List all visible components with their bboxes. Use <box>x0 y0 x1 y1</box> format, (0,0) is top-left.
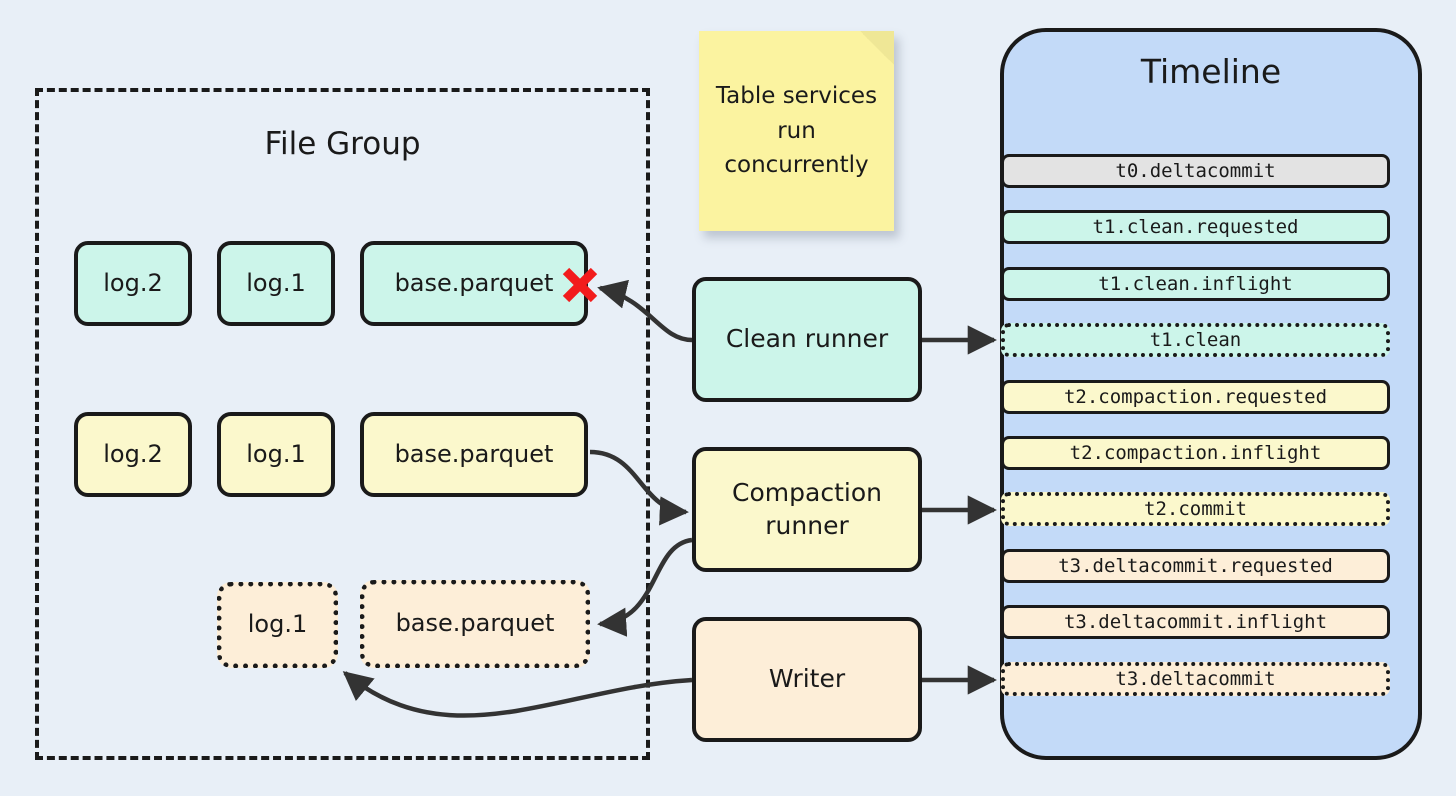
timeline-item-t2-compaction-requested[interactable]: t2.compaction.requested <box>1001 380 1390 414</box>
file-group-container <box>35 88 650 760</box>
timeline-item-t3-deltacommit-requested[interactable]: t3.deltacommit.requested <box>1001 549 1390 583</box>
timeline-item-label: t2.compaction.requested <box>1063 386 1328 408</box>
timeline-item-label: t0.deltacommit <box>1115 160 1276 182</box>
file-box-base-parquet-row3: base.parquet <box>360 580 590 668</box>
timeline-item-label: t1.clean <box>1149 329 1242 351</box>
timeline-item-label: t2.commit <box>1144 498 1247 520</box>
file-group-title: File Group <box>264 126 421 162</box>
file-box-base-parquet-row1: base.parquet <box>360 241 588 326</box>
timeline-item-t1-clean-requested[interactable]: t1.clean.requested <box>1001 210 1390 244</box>
writer-label: Writer <box>768 664 846 694</box>
file-label: base.parquet <box>395 609 555 638</box>
file-box-log-1-row1: log.1 <box>217 241 335 326</box>
file-label: log.2 <box>103 268 163 297</box>
timeline-item-label: t1.clean.inflight <box>1098 273 1293 295</box>
timeline-item-label: t3.deltacommit.inflight <box>1063 611 1328 633</box>
timeline-item-t3-deltacommit-inflight[interactable]: t3.deltacommit.inflight <box>1001 605 1390 639</box>
timeline-title: Timeline <box>1140 52 1282 91</box>
file-box-log-1-row2: log.1 <box>217 412 335 497</box>
file-box-log-2-row2: log.2 <box>74 412 192 497</box>
compaction-runner-box[interactable]: Compaction runner <box>692 447 922 572</box>
timeline-item-label: t2.compaction.inflight <box>1069 442 1322 464</box>
red-x-icon <box>562 267 598 303</box>
file-label: log.1 <box>246 439 306 468</box>
timeline-item-label: t3.deltacommit.requested <box>1058 555 1333 577</box>
file-box-base-parquet-row2: base.parquet <box>360 412 588 497</box>
timeline-item-t2-commit[interactable]: t2.commit <box>1001 492 1390 526</box>
timeline-item-label: t1.clean.requested <box>1092 216 1299 238</box>
timeline-item-t1-clean-inflight[interactable]: t1.clean.inflight <box>1001 267 1390 301</box>
timeline-item-t1-clean[interactable]: t1.clean <box>1001 323 1390 357</box>
writer-box[interactable]: Writer <box>692 617 922 742</box>
timeline-item-t0-deltacommit[interactable]: t0.deltacommit <box>1001 154 1390 188</box>
compaction-runner-label: Compaction runner <box>732 478 882 540</box>
sticky-note-fold-corner <box>860 31 894 65</box>
file-label: log.1 <box>247 610 308 639</box>
file-box-log-1-row3: log.1 <box>217 582 338 668</box>
clean-runner-label: Clean runner <box>725 324 889 354</box>
sticky-note-text: Table services run concurrently <box>715 82 878 179</box>
timeline-item-t2-compaction-inflight[interactable]: t2.compaction.inflight <box>1001 436 1390 470</box>
clean-runner-box[interactable]: Clean runner <box>692 277 922 402</box>
sticky-note: Table services run concurrently <box>699 31 894 231</box>
file-box-log-2-row1: log.2 <box>74 241 192 326</box>
file-label: base.parquet <box>394 439 554 468</box>
timeline-item-label: t3.deltacommit <box>1115 668 1276 690</box>
timeline-item-t3-deltacommit[interactable]: t3.deltacommit <box>1001 662 1390 696</box>
file-label: log.2 <box>103 439 163 468</box>
file-label: base.parquet <box>394 268 554 297</box>
file-label: log.1 <box>246 268 306 297</box>
